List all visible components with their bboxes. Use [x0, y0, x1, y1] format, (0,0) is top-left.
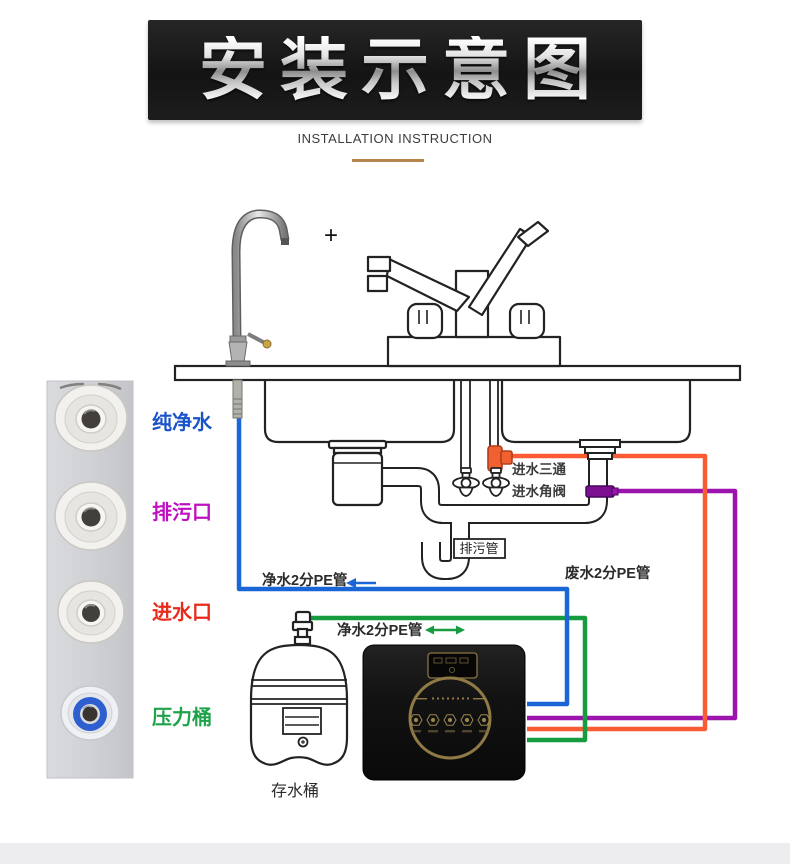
waste-tube-purple — [527, 488, 738, 721]
mixer-spout-tip — [366, 255, 392, 273]
right-sink-basin — [500, 380, 692, 444]
storage-tank-label: 存水桶 — [271, 782, 319, 800]
mixer-faucet — [366, 220, 562, 368]
machine-icon-captions — [411, 730, 489, 733]
faucet-spout-tip — [281, 238, 289, 245]
faucet-handle-ball — [262, 339, 272, 349]
inlet-tee-valve — [487, 445, 513, 472]
machine-gold-ring — [408, 676, 492, 760]
plus-sign: + — [324, 222, 338, 249]
footer-band — [0, 843, 790, 864]
fittings-photo-panel — [46, 380, 134, 779]
green-flow-arrow-head-left — [425, 625, 434, 635]
angle-valve-left — [452, 467, 480, 497]
pure-pipe-green-label: 净水2分PE管 — [337, 621, 422, 639]
legend-labels: 纯净水 排污口 进水口 压力桶 — [152, 410, 213, 729]
mixer-knob-left — [406, 302, 444, 340]
label-pressure-tank: 压力桶 — [152, 705, 212, 729]
diagram-labels: 进水三通 进水角阀 净水2分PE管 废水2分PE管 净水2分PE管 — [262, 461, 650, 639]
storage-tank — [249, 610, 349, 766]
drain-plumbing — [383, 454, 608, 580]
purple-tube-fitting — [585, 485, 615, 498]
fitting-inlet — [57, 580, 125, 644]
fitting-drain — [54, 481, 128, 551]
inlet-angle-valve-label: 进水角阀 — [512, 483, 566, 499]
ro-machine — [362, 644, 526, 781]
mixer-handle-tip — [516, 220, 550, 248]
page-title: 安装示意图 — [198, 32, 604, 108]
machine-panel-deco — [414, 697, 486, 700]
faucet-supply-pipes — [460, 380, 499, 469]
title-banner: 安装示意图 — [148, 20, 642, 120]
fitting-pure-water — [54, 382, 128, 452]
left-sink-basin — [263, 380, 456, 444]
waste-pipe-label: 废水2分PE管 — [565, 564, 650, 582]
machine-display — [427, 652, 478, 679]
tank-label-plate — [282, 707, 322, 735]
left-drain-disposal — [327, 439, 388, 507]
label-pure-water: 纯净水 — [152, 410, 213, 434]
blue-flow-arrow-head — [346, 578, 356, 588]
machine-touch-icons — [409, 714, 491, 726]
drain-pipe-tag-text: 排污管 — [459, 541, 498, 556]
angle-valves — [452, 467, 510, 497]
green-flow-arrow-head-right — [456, 625, 465, 635]
pure-tube-green — [308, 615, 588, 743]
angle-valve-right — [482, 467, 510, 497]
subtitle-underline — [352, 159, 424, 162]
label-drain-port: 排污口 — [152, 500, 212, 524]
drinking-faucet — [225, 209, 290, 419]
counter-and-sinks — [173, 364, 742, 444]
fitting-pressure-tank — [60, 685, 120, 741]
right-drain — [579, 439, 621, 498]
pure-pipe-blue-label: 净水2分PE管 — [262, 571, 347, 589]
mixer-base-plate — [386, 335, 562, 368]
faucet-base — [228, 341, 248, 363]
page-subtitle: INSTALLATION INSTRUCTION — [297, 131, 493, 146]
inlet-tee-label: 进水三通 — [512, 461, 566, 477]
pure-tube-blue — [236, 415, 570, 707]
mixer-knob-right — [508, 302, 546, 340]
countertop — [173, 364, 742, 382]
drain-pipe-tag: 排污管 — [453, 538, 506, 559]
flow-arrows — [346, 578, 465, 635]
label-inlet-port: 进水口 — [152, 601, 212, 624]
